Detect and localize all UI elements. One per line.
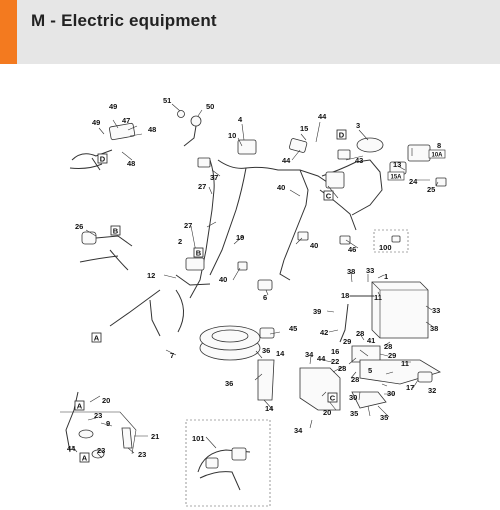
callout: 23	[138, 450, 146, 459]
callout: 8	[437, 141, 441, 150]
callout: 4	[238, 115, 243, 124]
callout: 36	[262, 346, 270, 355]
callout: 16	[331, 347, 339, 356]
callout: 29	[343, 337, 351, 346]
callout: 32	[428, 386, 436, 395]
connector-marker: D	[339, 130, 345, 139]
callout: 42	[320, 328, 328, 337]
accent-stripe	[0, 0, 17, 64]
connector-marker: A	[82, 453, 88, 462]
callout: 15	[300, 124, 308, 133]
callout: 38	[347, 267, 355, 276]
callout: 36	[225, 379, 233, 388]
callout: 30	[349, 393, 357, 402]
callout: 39	[313, 307, 321, 316]
callout: 11	[401, 359, 409, 368]
callout: 25	[427, 185, 435, 194]
connector-marker: A	[77, 401, 83, 410]
callout: 48	[148, 125, 156, 134]
leader-lines	[71, 103, 439, 459]
callout: 40	[219, 275, 227, 284]
connector-marker: B	[113, 226, 119, 235]
callout: 13	[393, 160, 401, 169]
callout: 28	[384, 342, 392, 351]
callout: 40	[310, 241, 318, 250]
callout: 49	[92, 118, 100, 127]
callout: 35	[380, 413, 388, 422]
callout: 100	[379, 243, 392, 252]
callout: 23	[97, 446, 105, 455]
callout: 44	[318, 112, 327, 121]
callout: 41	[367, 336, 375, 345]
callout: 18	[341, 291, 349, 300]
callout: 24	[409, 177, 418, 186]
callout: 46	[348, 245, 356, 254]
callout: 30	[387, 389, 395, 398]
callout-labels: 49 49 47 48 48 51 50 4 10 15 44 44 3 43 …	[67, 96, 441, 459]
callout: 28	[351, 375, 359, 384]
callout: 14	[276, 349, 285, 358]
exploded-parts-diagram: D D C B B A C A A 10A 15A 49 49 47 48 48…	[60, 96, 447, 507]
callout: 27	[184, 221, 192, 230]
callout: 44	[282, 156, 291, 165]
fuse-labels: 10A 15A	[387, 149, 446, 180]
callout: 27	[198, 182, 206, 191]
callout: 28	[356, 329, 364, 338]
callout: 47	[122, 116, 130, 125]
callout: 20	[102, 396, 110, 405]
callout: 10	[228, 131, 236, 140]
callout: 37	[210, 173, 218, 182]
connector-markers: D D C B B A C A A	[74, 129, 347, 463]
connector-marker: B	[196, 248, 202, 257]
connector-marker: C	[326, 191, 332, 200]
callout: 6	[263, 293, 267, 302]
callout: 17	[406, 383, 414, 392]
connector-marker: A	[94, 333, 100, 342]
callout: 5	[368, 366, 372, 375]
callout: 7	[170, 351, 174, 360]
callout: 19	[236, 233, 244, 242]
callout: 49	[109, 102, 117, 111]
callout: 44	[317, 354, 326, 363]
callout: 44	[67, 444, 76, 453]
header-bar: M - Electric equipment	[0, 0, 500, 64]
callout: 2	[178, 237, 182, 246]
callout: 101	[192, 434, 205, 443]
part-drawings	[60, 110, 447, 507]
connector-marker: C	[330, 393, 336, 402]
callout: 21	[151, 432, 159, 441]
callout: 20	[323, 408, 331, 417]
callout: 1	[384, 272, 388, 281]
callout: 28	[338, 364, 346, 373]
callout: 33	[432, 306, 440, 315]
callout: 50	[206, 102, 214, 111]
callout: 34	[305, 350, 314, 359]
callout: 33	[366, 266, 374, 275]
page-title: M - Electric equipment	[31, 11, 217, 30]
connector-marker: D	[100, 154, 106, 163]
fuse-label: 15A	[390, 174, 402, 180]
callout: 26	[75, 222, 83, 231]
callout: 29	[388, 351, 396, 360]
callout: 3	[356, 121, 360, 130]
fuse-label: 10A	[431, 152, 443, 158]
callout: 38	[430, 324, 438, 333]
callout: 40	[277, 183, 285, 192]
callout: 35	[350, 409, 358, 418]
callout: 11	[374, 293, 382, 302]
callout: 12	[147, 271, 155, 280]
callout: 43	[355, 156, 363, 165]
callout: 9	[106, 419, 110, 428]
callout: 22	[331, 357, 339, 366]
callout: 14	[265, 404, 274, 413]
callout: 34	[294, 426, 303, 435]
callout: 45	[289, 324, 297, 333]
callout: 23	[94, 411, 102, 420]
callout: 48	[127, 159, 135, 168]
callout: 51	[163, 96, 171, 105]
